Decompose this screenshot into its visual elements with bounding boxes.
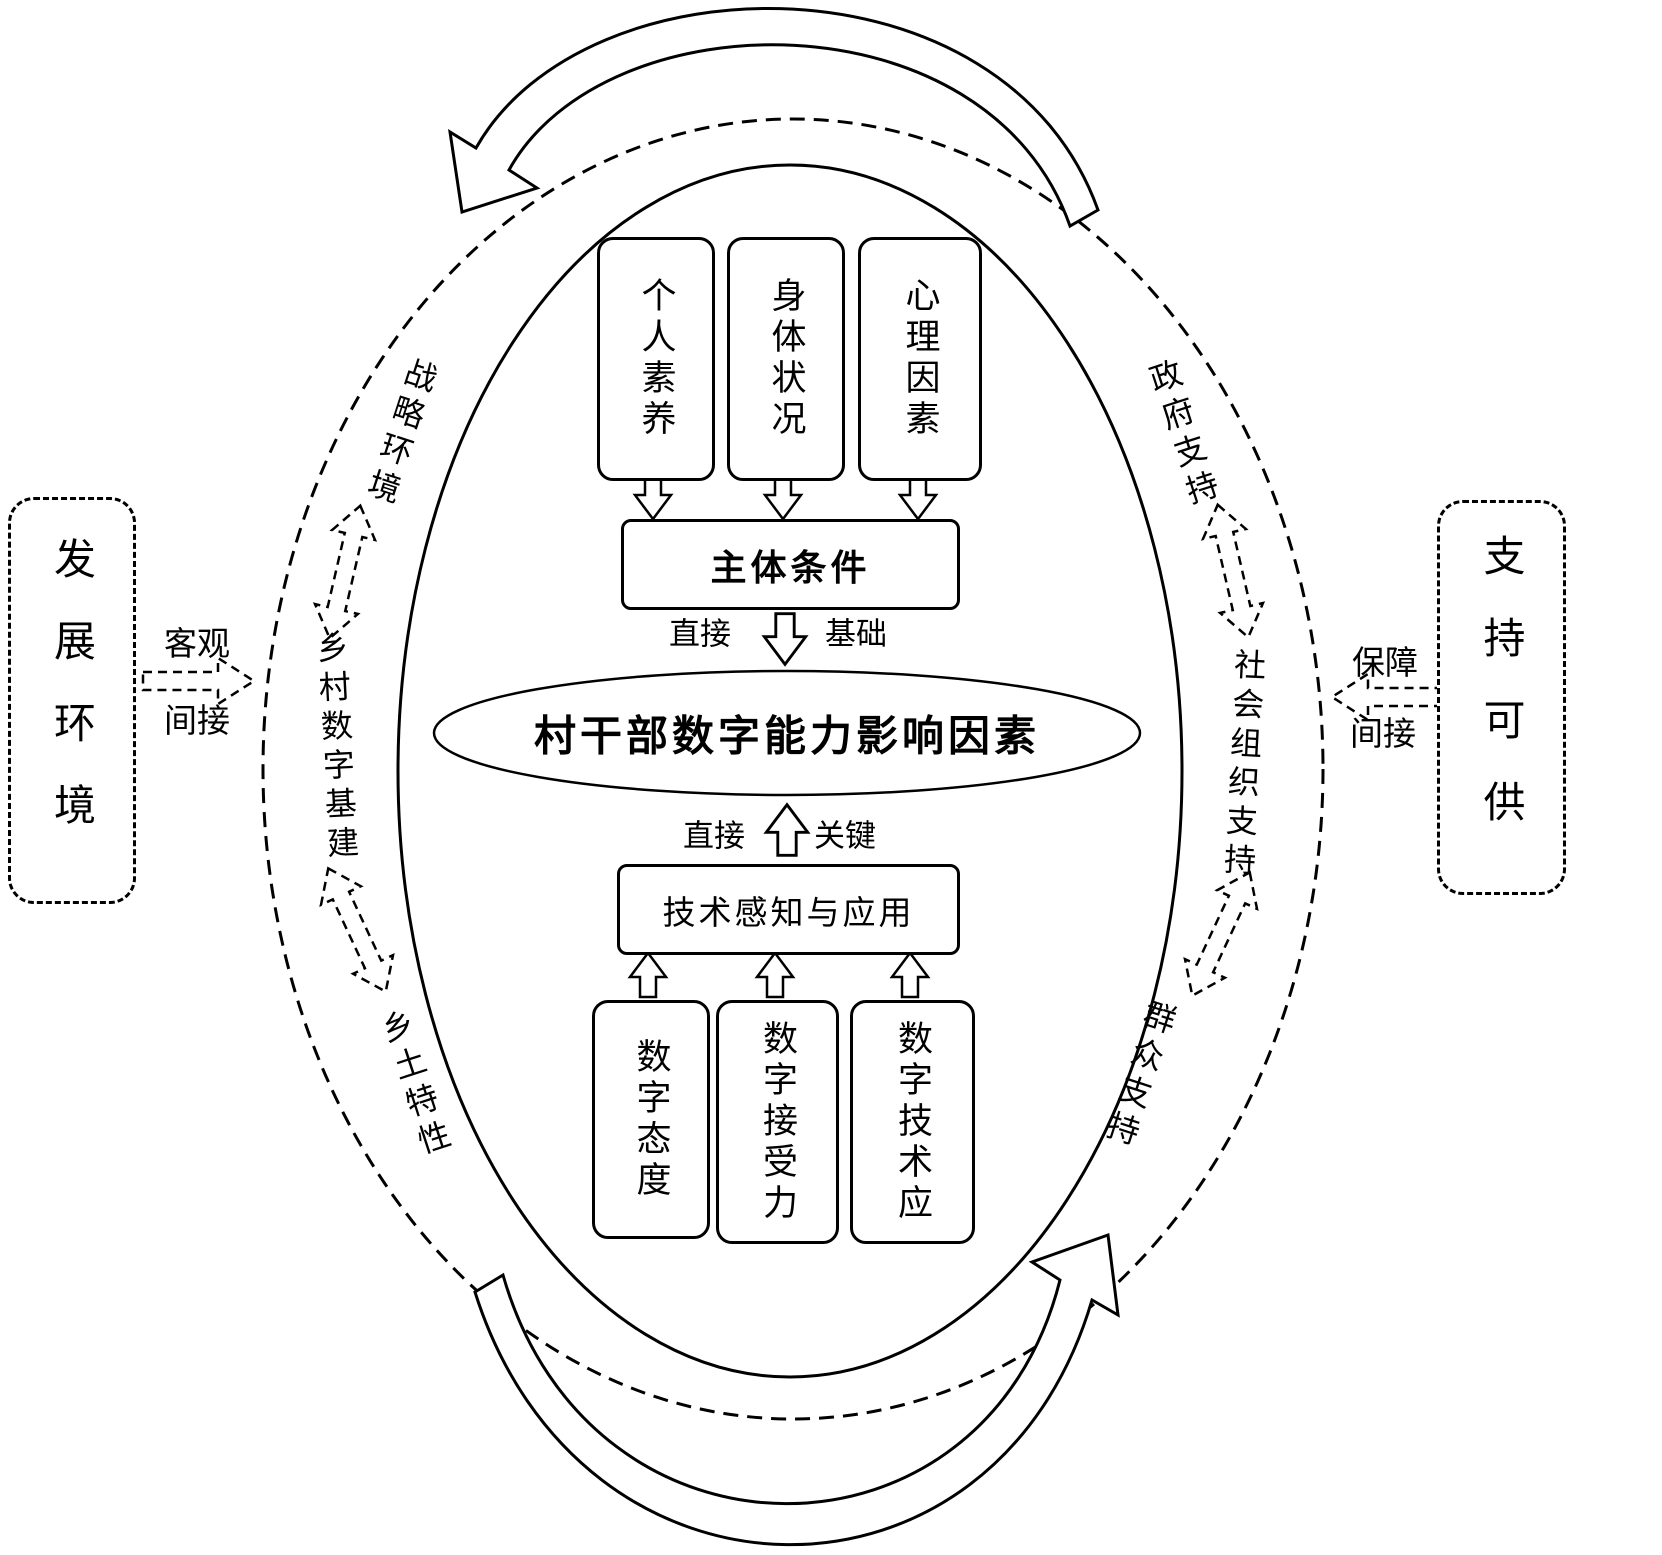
- double-arrow-right-bottom: [1171, 861, 1271, 1007]
- outer-dashed-ellipse: [261, 117, 1325, 1421]
- box-digital-attitude-label: 数字态度: [631, 1037, 671, 1202]
- center-ellipse: [432, 669, 1142, 797]
- box-physical-condition: 身体状况: [727, 237, 845, 481]
- support-available-box: 支持可供: [1437, 500, 1566, 895]
- box-physical-condition-label: 身体状况: [766, 277, 806, 441]
- label-lower-direct: 直接: [683, 818, 745, 854]
- tech-perception-label: 技术感知与应用: [662, 893, 915, 931]
- box-personal-quality: 个人素养: [597, 237, 715, 481]
- top-cycle-arrow: [448, 7, 1100, 229]
- tech-perception-box: 技术感知与应用: [617, 864, 960, 955]
- box-digital-application-label: 数字技术应: [893, 1019, 932, 1225]
- label-objective: 客观: [164, 625, 230, 662]
- double-arrow-right-top: [1195, 498, 1271, 644]
- box-personal-quality-label: 个人素养: [636, 277, 676, 441]
- box-digital-acceptance-label: 数字接受力: [758, 1019, 797, 1225]
- label-upper-direct: 直接: [669, 616, 731, 652]
- label-guarantee: 保障: [1352, 644, 1418, 681]
- box-digital-attitude: 数字态度: [592, 1000, 710, 1239]
- label-upper-basis: 基础: [825, 616, 887, 652]
- bottom-cycle-arrow: [473, 1232, 1120, 1547]
- development-environment-box: 发展环境: [8, 497, 136, 904]
- development-environment-label: 发展环境: [48, 536, 96, 865]
- subject-conditions-label: 主体条件: [710, 546, 871, 588]
- box-digital-acceptance: 数字接受力: [716, 1000, 839, 1244]
- center-title: 村干部数字能力影响因素: [533, 712, 1041, 760]
- label-lower-key: 关键: [814, 818, 876, 854]
- double-arrow-left-top: [307, 499, 383, 645]
- double-arrow-left-bottom: [307, 857, 407, 1003]
- label-right-indirect: 间接: [1350, 715, 1416, 752]
- support-available-label: 支持可供: [1478, 533, 1525, 862]
- box-psychological-factor-label: 心理因素: [900, 277, 940, 441]
- box-digital-application: 数字技术应: [850, 1000, 975, 1244]
- subject-conditions-box: 主体条件: [621, 519, 960, 610]
- label-left-indirect: 间接: [164, 702, 230, 739]
- box-psychological-factor: 心理因素: [858, 237, 982, 481]
